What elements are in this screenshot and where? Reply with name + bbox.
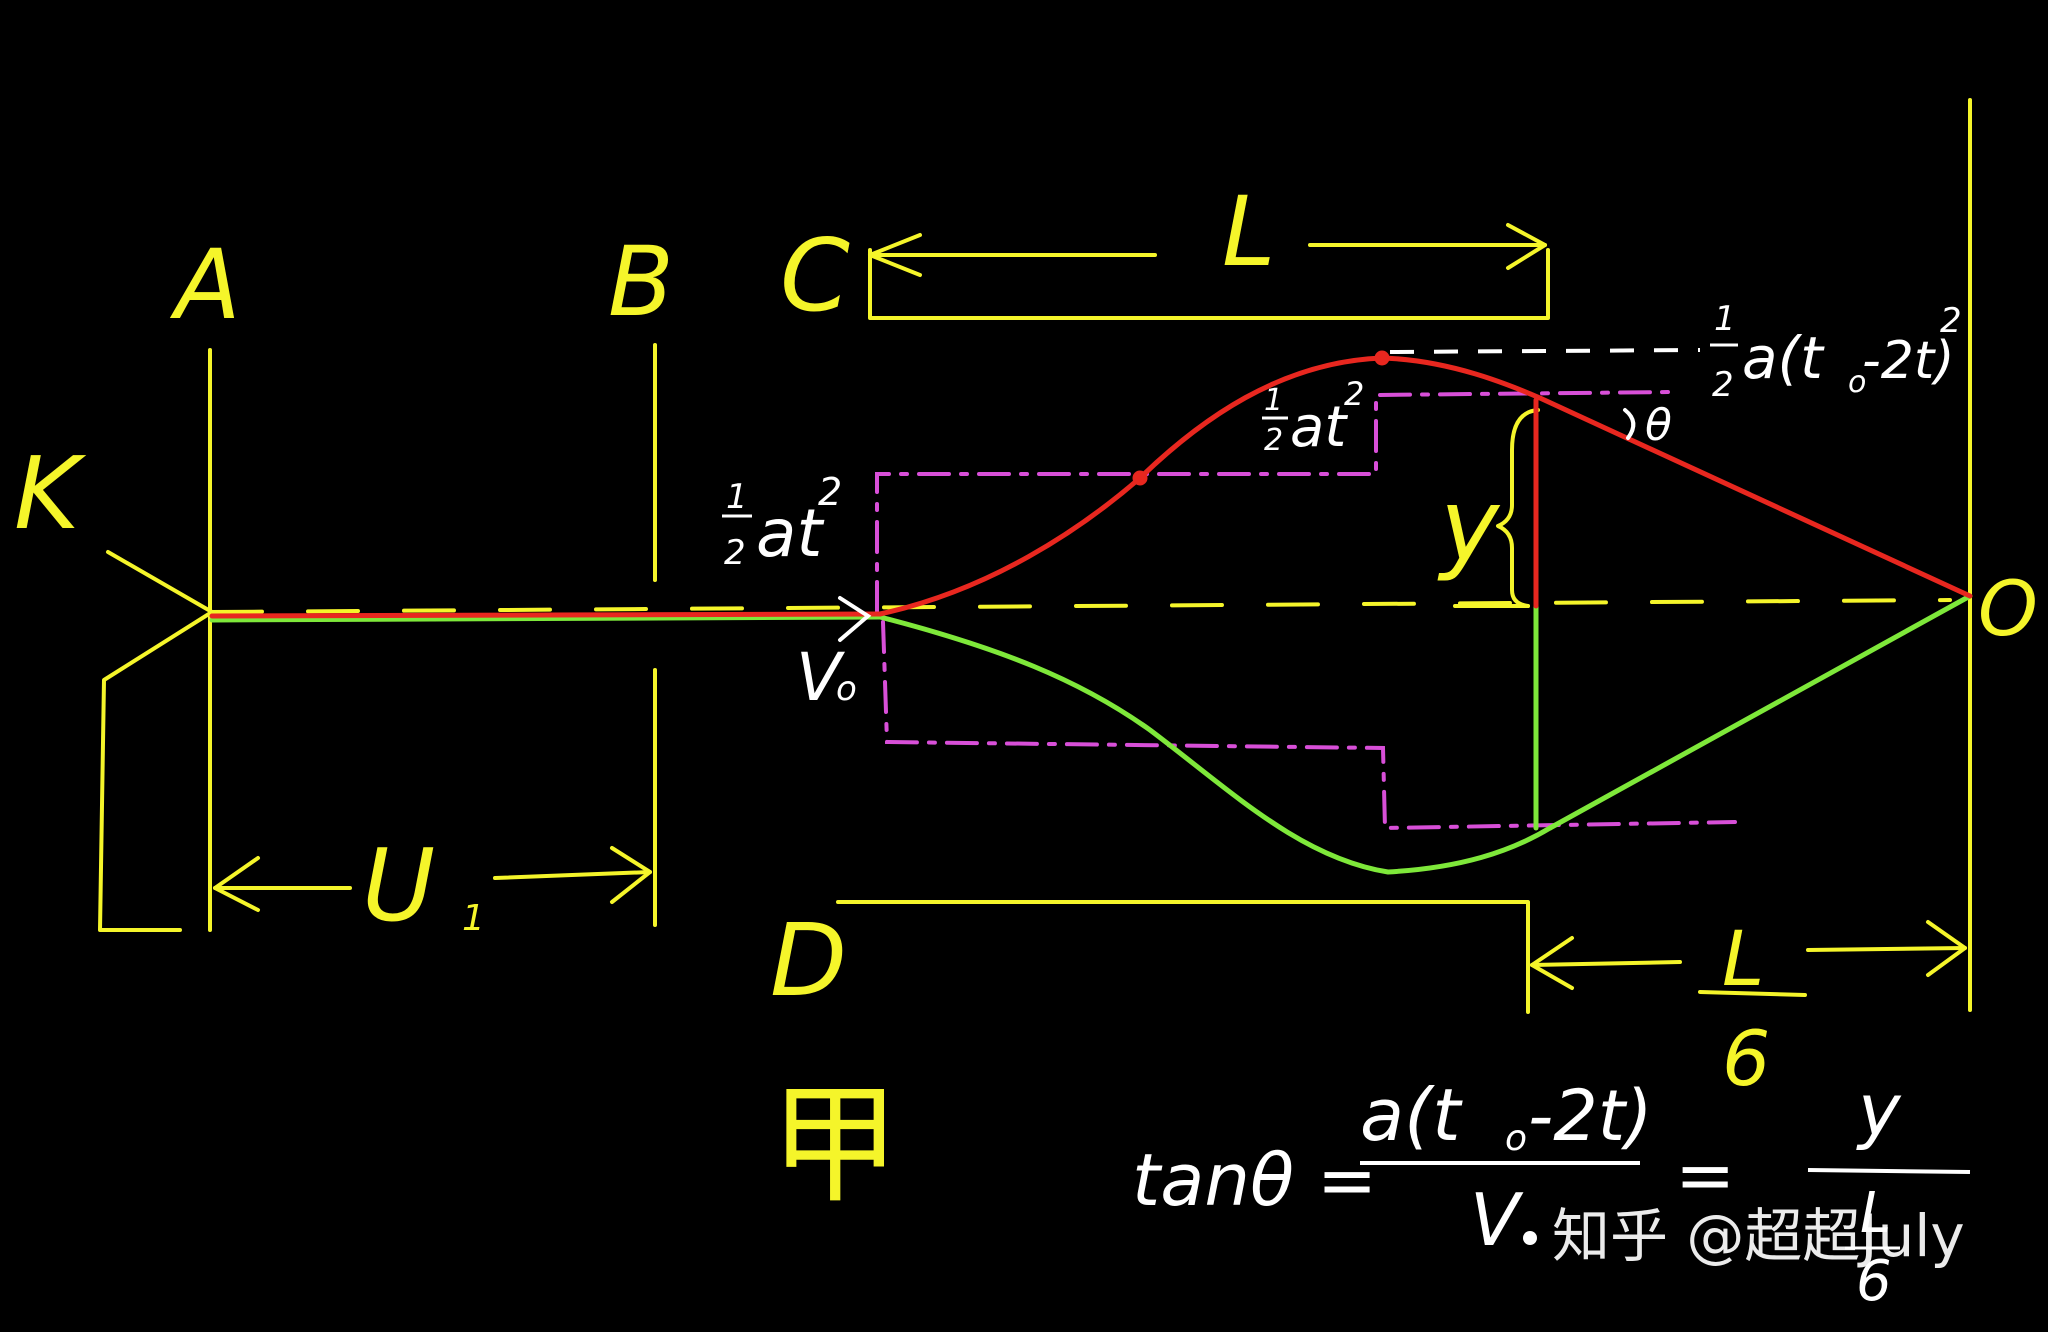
peak-point bbox=[1374, 350, 1390, 366]
label-theta: θ bbox=[1645, 400, 1672, 451]
label-a: A bbox=[169, 229, 241, 341]
label-jia: 甲 bbox=[770, 1069, 900, 1221]
label-l6-den: 6 bbox=[1722, 1014, 1770, 1103]
plate-c bbox=[868, 248, 1550, 320]
label-u1: U bbox=[362, 827, 435, 944]
lower-straight-to-o bbox=[1547, 593, 1973, 831]
top-right-expr-tail: -2t) bbox=[1862, 331, 1955, 391]
formula-rhs-den-num: L bbox=[1860, 1181, 1891, 1246]
formula-bar-2 bbox=[1807, 1168, 1971, 1174]
half-left-den: 2 bbox=[724, 533, 746, 573]
y-brace bbox=[1496, 408, 1540, 608]
label-v0-sub: o bbox=[836, 669, 857, 709]
formula-num: a(t bbox=[1360, 1073, 1463, 1157]
label-l6-num: L bbox=[1722, 914, 1764, 1003]
top-right-half-num: 1 bbox=[1714, 299, 1736, 339]
formula-rhs-num: y bbox=[1856, 1068, 1902, 1152]
label-o: O bbox=[1978, 564, 2038, 653]
dim-l6-right-arrow bbox=[1926, 920, 1967, 977]
beam-red-overlay bbox=[209, 611, 883, 619]
lower-trajectory bbox=[877, 614, 1553, 875]
label-k: K bbox=[14, 435, 87, 552]
peak-level-guide bbox=[1389, 348, 1701, 354]
dim-u1-right-arrow bbox=[610, 846, 652, 904]
top-right-half-den: 2 bbox=[1712, 365, 1734, 405]
entrance-arrow bbox=[838, 596, 872, 642]
half-at2-mid: at bbox=[1290, 395, 1348, 460]
formula-num-tail: -2t) bbox=[1528, 1075, 1653, 1157]
dim-l-top-right-arrow bbox=[1506, 223, 1547, 270]
formula-num-sub: o bbox=[1505, 1118, 1527, 1159]
upper-trajectory bbox=[877, 355, 1543, 617]
cathode-k bbox=[98, 550, 214, 932]
half-left-num: 1 bbox=[726, 477, 748, 517]
label-l-top: L bbox=[1222, 176, 1275, 288]
half-at2-mid-exp: 2 bbox=[1344, 375, 1364, 413]
formula-rhs-den-den: 6 bbox=[1856, 1249, 1892, 1314]
top-right-expr-sub: o bbox=[1848, 365, 1866, 400]
label-v0: V bbox=[796, 639, 845, 716]
inflection-point bbox=[1132, 470, 1148, 486]
top-right-expr-exp: 2 bbox=[1940, 301, 1962, 341]
dim-l6-right bbox=[1806, 946, 1967, 952]
label-u1-sub: 1 bbox=[462, 898, 485, 939]
half-mid-num: 1 bbox=[1264, 383, 1283, 418]
formula-den: V bbox=[1470, 1178, 1524, 1262]
dim-l6-left-arrow bbox=[1530, 936, 1574, 990]
guide-lower-step bbox=[881, 620, 1737, 831]
formula-den-sub bbox=[1523, 1231, 1537, 1245]
dim-l6-left bbox=[1530, 960, 1682, 967]
axis-dashes bbox=[210, 598, 1952, 614]
formula-lhs: tanθ = bbox=[1132, 1138, 1377, 1222]
half-at2-left-exp: 2 bbox=[818, 470, 842, 514]
formula-eq: = bbox=[1675, 1133, 1735, 1217]
theta-arc bbox=[1623, 408, 1636, 440]
label-c: C bbox=[780, 217, 850, 334]
label-b: B bbox=[608, 226, 674, 338]
plate-d bbox=[836, 900, 1530, 1014]
watermark: 知乎 @超超July bbox=[1552, 1202, 1965, 1270]
label-d: D bbox=[770, 902, 847, 1019]
dim-u1-left-arrow bbox=[213, 856, 260, 912]
dim-u1-right bbox=[493, 870, 652, 880]
label-y: y bbox=[1437, 467, 1501, 584]
half-at2-left: at bbox=[756, 495, 824, 572]
half-mid-den: 2 bbox=[1264, 423, 1283, 458]
beam-straight bbox=[209, 614, 883, 623]
top-right-expr: a(t bbox=[1742, 324, 1825, 392]
dim-l-top-left-arrow bbox=[868, 233, 922, 277]
upper-straight-to-o bbox=[1537, 395, 1973, 599]
guide-upper-step bbox=[875, 390, 1674, 614]
fraction-l6-bar bbox=[1698, 990, 1807, 997]
